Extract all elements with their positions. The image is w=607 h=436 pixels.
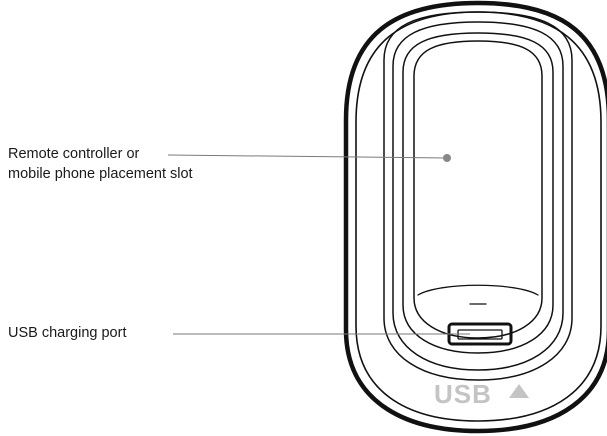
callout-dot-placement-slot: [443, 154, 451, 162]
triangle-icon: [509, 384, 529, 398]
placement-slot: [402, 32, 554, 354]
device-outer-shell: [343, 0, 607, 434]
usb-embossed-mark: USB: [434, 379, 529, 409]
callout-placement-slot-line1: Remote controller or: [8, 146, 140, 162]
leader-line-placement-slot: [167, 154, 447, 159]
usb-embossed-text: USB: [434, 379, 492, 409]
callout-placement-slot-line2: mobile phone placement slot: [8, 166, 193, 182]
callout-placement-slot: Remote controller or mobile phone placem…: [8, 146, 451, 182]
device-front-face: [383, 11, 573, 381]
callout-usb-port-label: USB charging port: [8, 325, 126, 341]
callout-usb-port: USB charging port: [8, 325, 470, 341]
